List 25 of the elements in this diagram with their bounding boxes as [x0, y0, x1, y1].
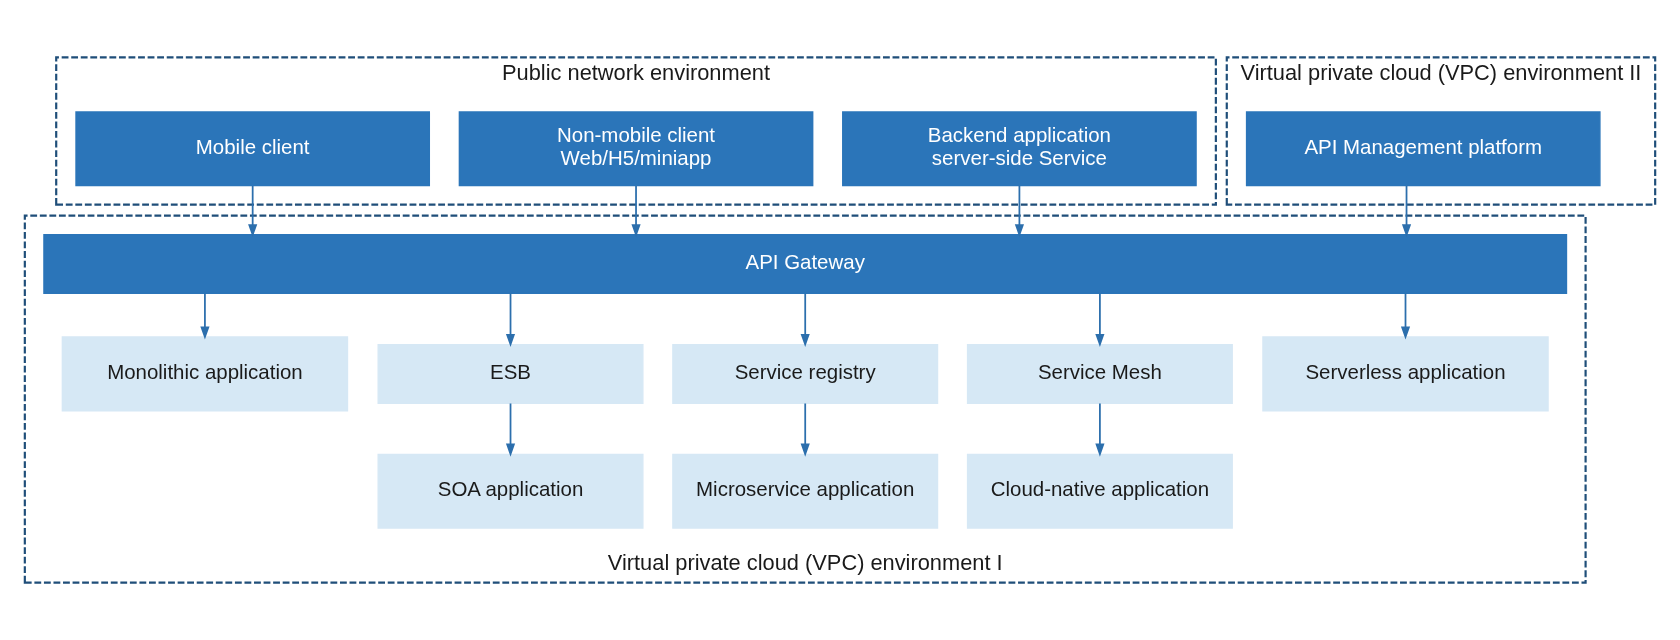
arrow [800, 292, 810, 348]
node-box: Service Mesh [966, 343, 1233, 404]
arrow [505, 402, 516, 457]
node-box: API Management platform [1245, 111, 1601, 187]
arrow [200, 292, 210, 340]
arrow [1095, 292, 1105, 348]
arrow [505, 292, 516, 348]
arrow [800, 402, 810, 457]
node-box: ESB [377, 343, 644, 404]
node-box: Microservice application [672, 453, 939, 529]
node-box: Serverless application [1262, 336, 1549, 412]
arrow [1095, 402, 1105, 457]
arrow [248, 185, 258, 238]
node-box: Mobile client [75, 111, 430, 187]
node-box: Monolithic application [61, 336, 349, 412]
node-box: Service registry [672, 343, 939, 404]
arrow [631, 185, 641, 238]
arrow [1400, 292, 1411, 340]
node-box: Backend application server-side Service [842, 111, 1197, 187]
arrow [1014, 185, 1024, 238]
node-box: Non-mobile client Web/H5/miniapp [458, 111, 814, 187]
node-box: SOA application [377, 453, 644, 529]
node-box: API Gateway [43, 234, 1568, 295]
node-box: Cloud-native application [966, 453, 1233, 529]
arrow [1401, 185, 1412, 238]
